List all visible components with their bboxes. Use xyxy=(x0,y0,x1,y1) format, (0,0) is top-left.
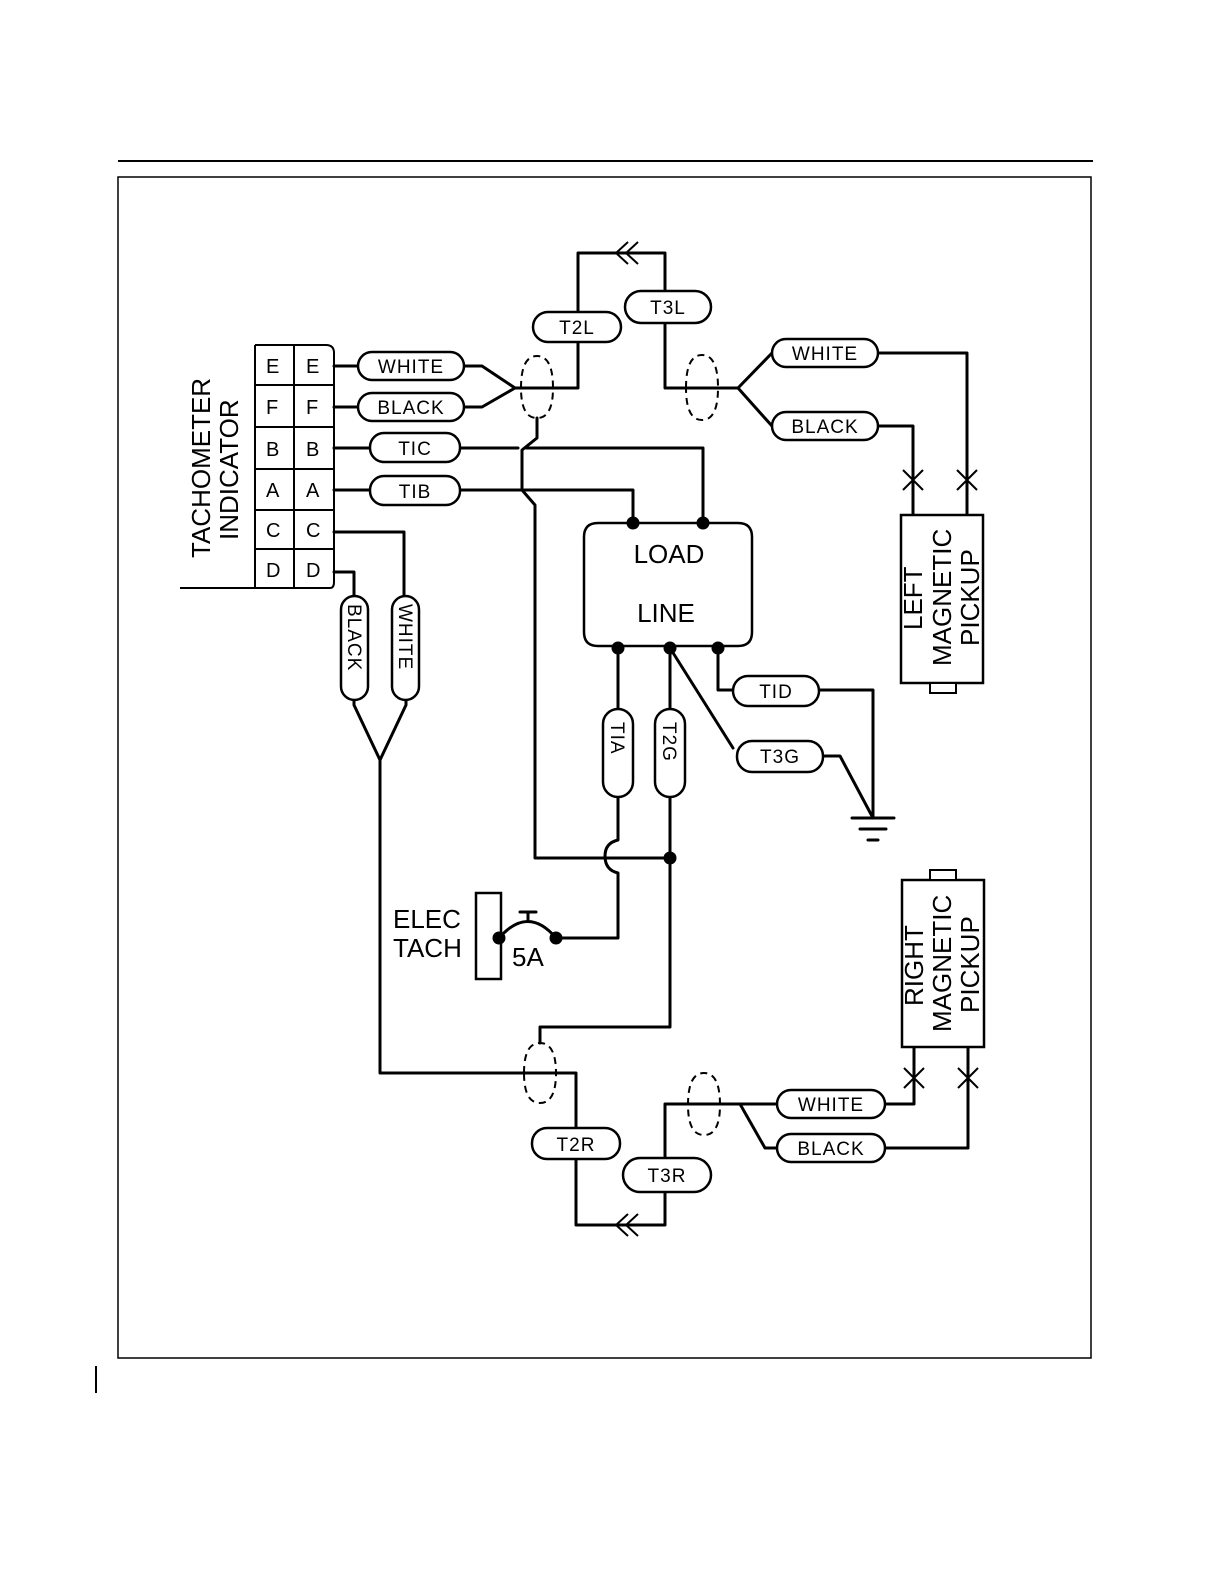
right-pickup-line1: RIGHT xyxy=(899,925,929,1006)
right-magnetic-pickup: RIGHT MAGNETIC PICKUP xyxy=(899,870,985,1047)
svg-text:T3R: T3R xyxy=(648,1166,687,1187)
wire-label-t1b: TIB xyxy=(370,476,460,505)
svg-text:WHITE: WHITE xyxy=(394,604,415,670)
wire-label-top-white: WHITE xyxy=(358,352,464,380)
svg-text:BLACK: BLACK xyxy=(377,398,444,419)
wire-label-t3l: T3L xyxy=(625,291,711,323)
elec-tach-breaker: ELEC TACH 5A xyxy=(393,893,556,979)
wire-label-top-black: BLACK xyxy=(358,393,464,421)
box-load-label: LOAD xyxy=(634,539,705,569)
pin-d-left: D xyxy=(266,560,280,582)
left-pickup-line3: PICKUP xyxy=(955,549,985,646)
svg-text:BLACK: BLACK xyxy=(797,1139,864,1160)
wire-label-t3g: T3G xyxy=(737,741,823,772)
svg-text:BLACK: BLACK xyxy=(343,604,364,671)
svg-text:T2L: T2L xyxy=(559,318,595,339)
right-pickup-line3: PICKUP xyxy=(955,916,985,1013)
wire-label-t1a: TIA xyxy=(603,709,633,797)
svg-text:TIA: TIA xyxy=(606,722,627,755)
left-pickup-line2: MAGNETIC xyxy=(927,529,957,666)
pin-e-right: E xyxy=(306,356,319,378)
wire-label-right-black: BLACK xyxy=(777,1134,885,1162)
tachometer-indicator: TACHOMETER INDICATOR E E F F B B A A C C… xyxy=(180,345,334,588)
pin-c-right: C xyxy=(306,520,320,542)
wire-label-vertical-black: BLACK xyxy=(341,596,368,700)
wire-label-t2r: T2R xyxy=(532,1128,620,1159)
pin-b-right: B xyxy=(306,439,319,461)
wire-label-vertical-white: WHITE xyxy=(392,596,419,700)
wire-label-right-white: WHITE xyxy=(777,1090,885,1118)
box-line-label: LINE xyxy=(637,598,695,628)
wire-label-t3r: T3R xyxy=(623,1158,711,1192)
svg-text:TIB: TIB xyxy=(399,482,432,503)
wire-label-t1c: TIC xyxy=(370,433,460,462)
svg-text:T2G: T2G xyxy=(658,722,679,762)
pin-f-left: F xyxy=(266,397,278,419)
right-pickup-line2: MAGNETIC xyxy=(927,895,957,1032)
wire-label-t2g: T2G xyxy=(655,709,685,797)
wire-label-t1d: TID xyxy=(733,676,819,706)
svg-text:WHITE: WHITE xyxy=(792,344,858,365)
svg-text:BLACK: BLACK xyxy=(791,417,858,438)
svg-text:WHITE: WHITE xyxy=(378,357,444,378)
pin-b-left: B xyxy=(266,439,279,461)
left-pickup-line1: LEFT xyxy=(898,566,928,630)
pin-c-left: C xyxy=(266,520,280,542)
pin-d-right: D xyxy=(306,560,320,582)
load-line-box: LOAD LINE xyxy=(584,523,752,646)
wire-label-t2l: T2L xyxy=(533,312,621,342)
pin-e-left: E xyxy=(266,356,279,378)
svg-text:TIC: TIC xyxy=(398,439,432,460)
svg-text:WHITE: WHITE xyxy=(798,1095,864,1116)
svg-text:TID: TID xyxy=(759,682,793,703)
svg-text:T3G: T3G xyxy=(760,747,800,768)
breaker-rating: 5A xyxy=(512,942,544,972)
pin-a-left: A xyxy=(266,480,280,502)
wire-label-left-black: BLACK xyxy=(772,412,878,440)
indicator-title-line2: INDICATOR xyxy=(214,399,244,540)
svg-text:T2R: T2R xyxy=(557,1135,596,1156)
pin-a-right: A xyxy=(306,480,320,502)
breaker-label-line2: TACH xyxy=(393,933,462,963)
breaker-label-line1: ELEC xyxy=(393,904,461,934)
indicator-title-line1: TACHOMETER xyxy=(186,378,216,558)
wire-label-left-white: WHITE xyxy=(772,339,878,367)
svg-text:T3L: T3L xyxy=(650,298,686,319)
left-magnetic-pickup: LEFT MAGNETIC PICKUP xyxy=(898,515,985,693)
pin-f-right: F xyxy=(306,397,318,419)
